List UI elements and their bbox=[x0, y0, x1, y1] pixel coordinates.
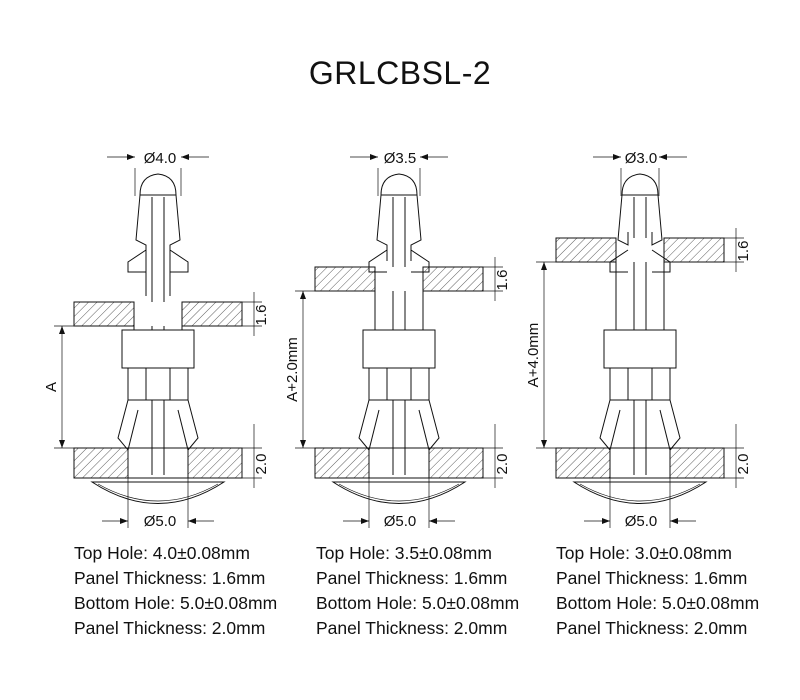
clip-head bbox=[621, 173, 659, 196]
bottom-panel-left bbox=[73, 447, 129, 479]
clip-barb-left bbox=[609, 249, 629, 273]
support-drawing-2: Ø3.5 1.6 2.0Ø5.0 A+2.0mm bbox=[284, 150, 511, 530]
page-title: GRLCBSL-2 bbox=[308, 55, 492, 91]
spec-bottom-panel-thickness: Panel Thickness: 2.0mm bbox=[316, 618, 508, 638]
height-dimension: A+4.0mm bbox=[525, 323, 542, 388]
bottom-hole-outline bbox=[368, 447, 430, 479]
base-dome-inner bbox=[579, 483, 701, 502]
spec-bottom-hole: Bottom Hole: 5.0±0.08mm bbox=[74, 593, 278, 613]
dimension-arrow bbox=[120, 518, 128, 524]
bottom-hole-outline bbox=[609, 447, 671, 479]
bottom-panel-right bbox=[187, 447, 243, 479]
base-dome bbox=[90, 481, 226, 504]
clip-leg-right bbox=[651, 194, 663, 246]
top-panel-left bbox=[555, 237, 617, 263]
height-dimension: A+2.0mm bbox=[284, 337, 301, 402]
dimension-arrow bbox=[420, 154, 428, 160]
lower-shank bbox=[368, 367, 430, 401]
top-panel-left bbox=[314, 266, 376, 292]
base-dome-inner bbox=[338, 483, 460, 502]
spec-top-panel-thickness: Panel Thickness: 1.6mm bbox=[316, 568, 508, 588]
clip-leg-right bbox=[169, 194, 181, 296]
top-hole-dimension: Ø3.0 bbox=[625, 150, 658, 167]
bottom-hole-dimension: Ø5.0 bbox=[384, 513, 417, 530]
top-panel-left bbox=[73, 301, 135, 327]
clip-barb-right bbox=[651, 249, 671, 273]
spacer-collar bbox=[362, 329, 436, 369]
dimension-arrow bbox=[181, 154, 189, 160]
dimension-arrow bbox=[659, 154, 667, 160]
lower-shank bbox=[609, 367, 671, 401]
clip-leg-left bbox=[135, 194, 147, 296]
clip-barb-left bbox=[127, 249, 147, 273]
base-dome bbox=[331, 481, 467, 504]
top-hole-dimension: Ø4.0 bbox=[144, 150, 177, 167]
lower-barb-left bbox=[117, 399, 139, 452]
support-drawing-1: Ø4.0 1.6 2.0Ø5.0 A bbox=[43, 150, 270, 530]
bottom-panel-right bbox=[669, 447, 725, 479]
spec-bottom-panel-thickness: Panel Thickness: 2.0mm bbox=[556, 618, 748, 638]
base-dome-inner bbox=[97, 483, 219, 502]
spec-bottom-panel-thickness: Panel Thickness: 2.0mm bbox=[74, 618, 266, 638]
spec-bottom-hole: Bottom Hole: 5.0±0.08mm bbox=[316, 593, 520, 613]
spacer-collar bbox=[121, 329, 195, 369]
dimension-arrow bbox=[59, 326, 65, 334]
spec-top-hole: Top Hole: 3.0±0.08mm bbox=[556, 543, 732, 563]
clip-barb-right bbox=[169, 249, 189, 273]
clip-leg-left bbox=[617, 194, 629, 246]
height-dimension: A bbox=[43, 382, 60, 392]
spec-top-panel-thickness: Panel Thickness: 1.6mm bbox=[74, 568, 266, 588]
top-panel-right bbox=[181, 301, 243, 327]
clip-head bbox=[380, 173, 418, 196]
dimension-arrow bbox=[127, 154, 135, 160]
top-panel-right bbox=[422, 266, 484, 292]
dimension-arrow bbox=[370, 154, 378, 160]
support-drawing-3: Ø3.0 1.6 2.0Ø5.0 A+4.0mm bbox=[525, 150, 752, 530]
dimension-arrow bbox=[300, 291, 306, 299]
lower-barb-right bbox=[659, 399, 681, 452]
bottom-panel-left bbox=[314, 447, 370, 479]
bottom-thickness-dimension: 2.0 bbox=[494, 454, 511, 475]
spec-block-3: Top Hole: 3.0±0.08mm Panel Thickness: 1.… bbox=[556, 541, 759, 641]
top-thickness-dimension: 1.6 bbox=[735, 241, 752, 262]
bottom-thickness-dimension: 2.0 bbox=[253, 454, 270, 475]
spec-top-hole: Top Hole: 3.5±0.08mm bbox=[316, 543, 492, 563]
clip-head bbox=[139, 173, 177, 196]
bottom-hole-dimension: Ø5.0 bbox=[144, 513, 177, 530]
dimension-arrow bbox=[429, 518, 437, 524]
base-dome bbox=[572, 481, 708, 504]
spec-top-panel-thickness: Panel Thickness: 1.6mm bbox=[556, 568, 748, 588]
spec-top-hole: Top Hole: 4.0±0.08mm bbox=[74, 543, 250, 563]
top-thickness-dimension: 1.6 bbox=[253, 305, 270, 326]
dimension-arrow bbox=[670, 518, 678, 524]
dimension-arrow bbox=[613, 154, 621, 160]
dimension-arrow bbox=[602, 518, 610, 524]
bottom-hole-outline bbox=[127, 447, 189, 479]
lower-barb-left bbox=[599, 399, 621, 452]
lower-barb-right bbox=[177, 399, 199, 452]
dimension-arrow bbox=[188, 518, 196, 524]
top-thickness-dimension: 1.6 bbox=[494, 270, 511, 291]
dimension-arrow bbox=[541, 262, 547, 270]
dimension-arrow bbox=[300, 440, 306, 448]
dimension-arrow bbox=[541, 440, 547, 448]
spec-bottom-hole: Bottom Hole: 5.0±0.08mm bbox=[556, 593, 760, 613]
dimension-arrow bbox=[59, 440, 65, 448]
dimension-arrow bbox=[361, 518, 369, 524]
lower-shank bbox=[127, 367, 189, 401]
bottom-panel-left bbox=[555, 447, 611, 479]
spec-block-2: Top Hole: 3.5±0.08mm Panel Thickness: 1.… bbox=[316, 541, 519, 641]
spec-block-1: Top Hole: 4.0±0.08mm Panel Thickness: 1.… bbox=[74, 541, 277, 641]
clip-leg-right bbox=[410, 194, 422, 261]
lower-barb-right bbox=[418, 399, 440, 452]
lower-barb-left bbox=[358, 399, 380, 452]
top-hole-dimension: Ø3.5 bbox=[384, 150, 417, 167]
bottom-panel-right bbox=[428, 447, 484, 479]
bottom-thickness-dimension: 2.0 bbox=[735, 454, 752, 475]
clip-leg-left bbox=[376, 194, 388, 261]
top-panel-right bbox=[663, 237, 725, 263]
spacer-collar bbox=[603, 329, 677, 369]
bottom-hole-dimension: Ø5.0 bbox=[625, 513, 658, 530]
